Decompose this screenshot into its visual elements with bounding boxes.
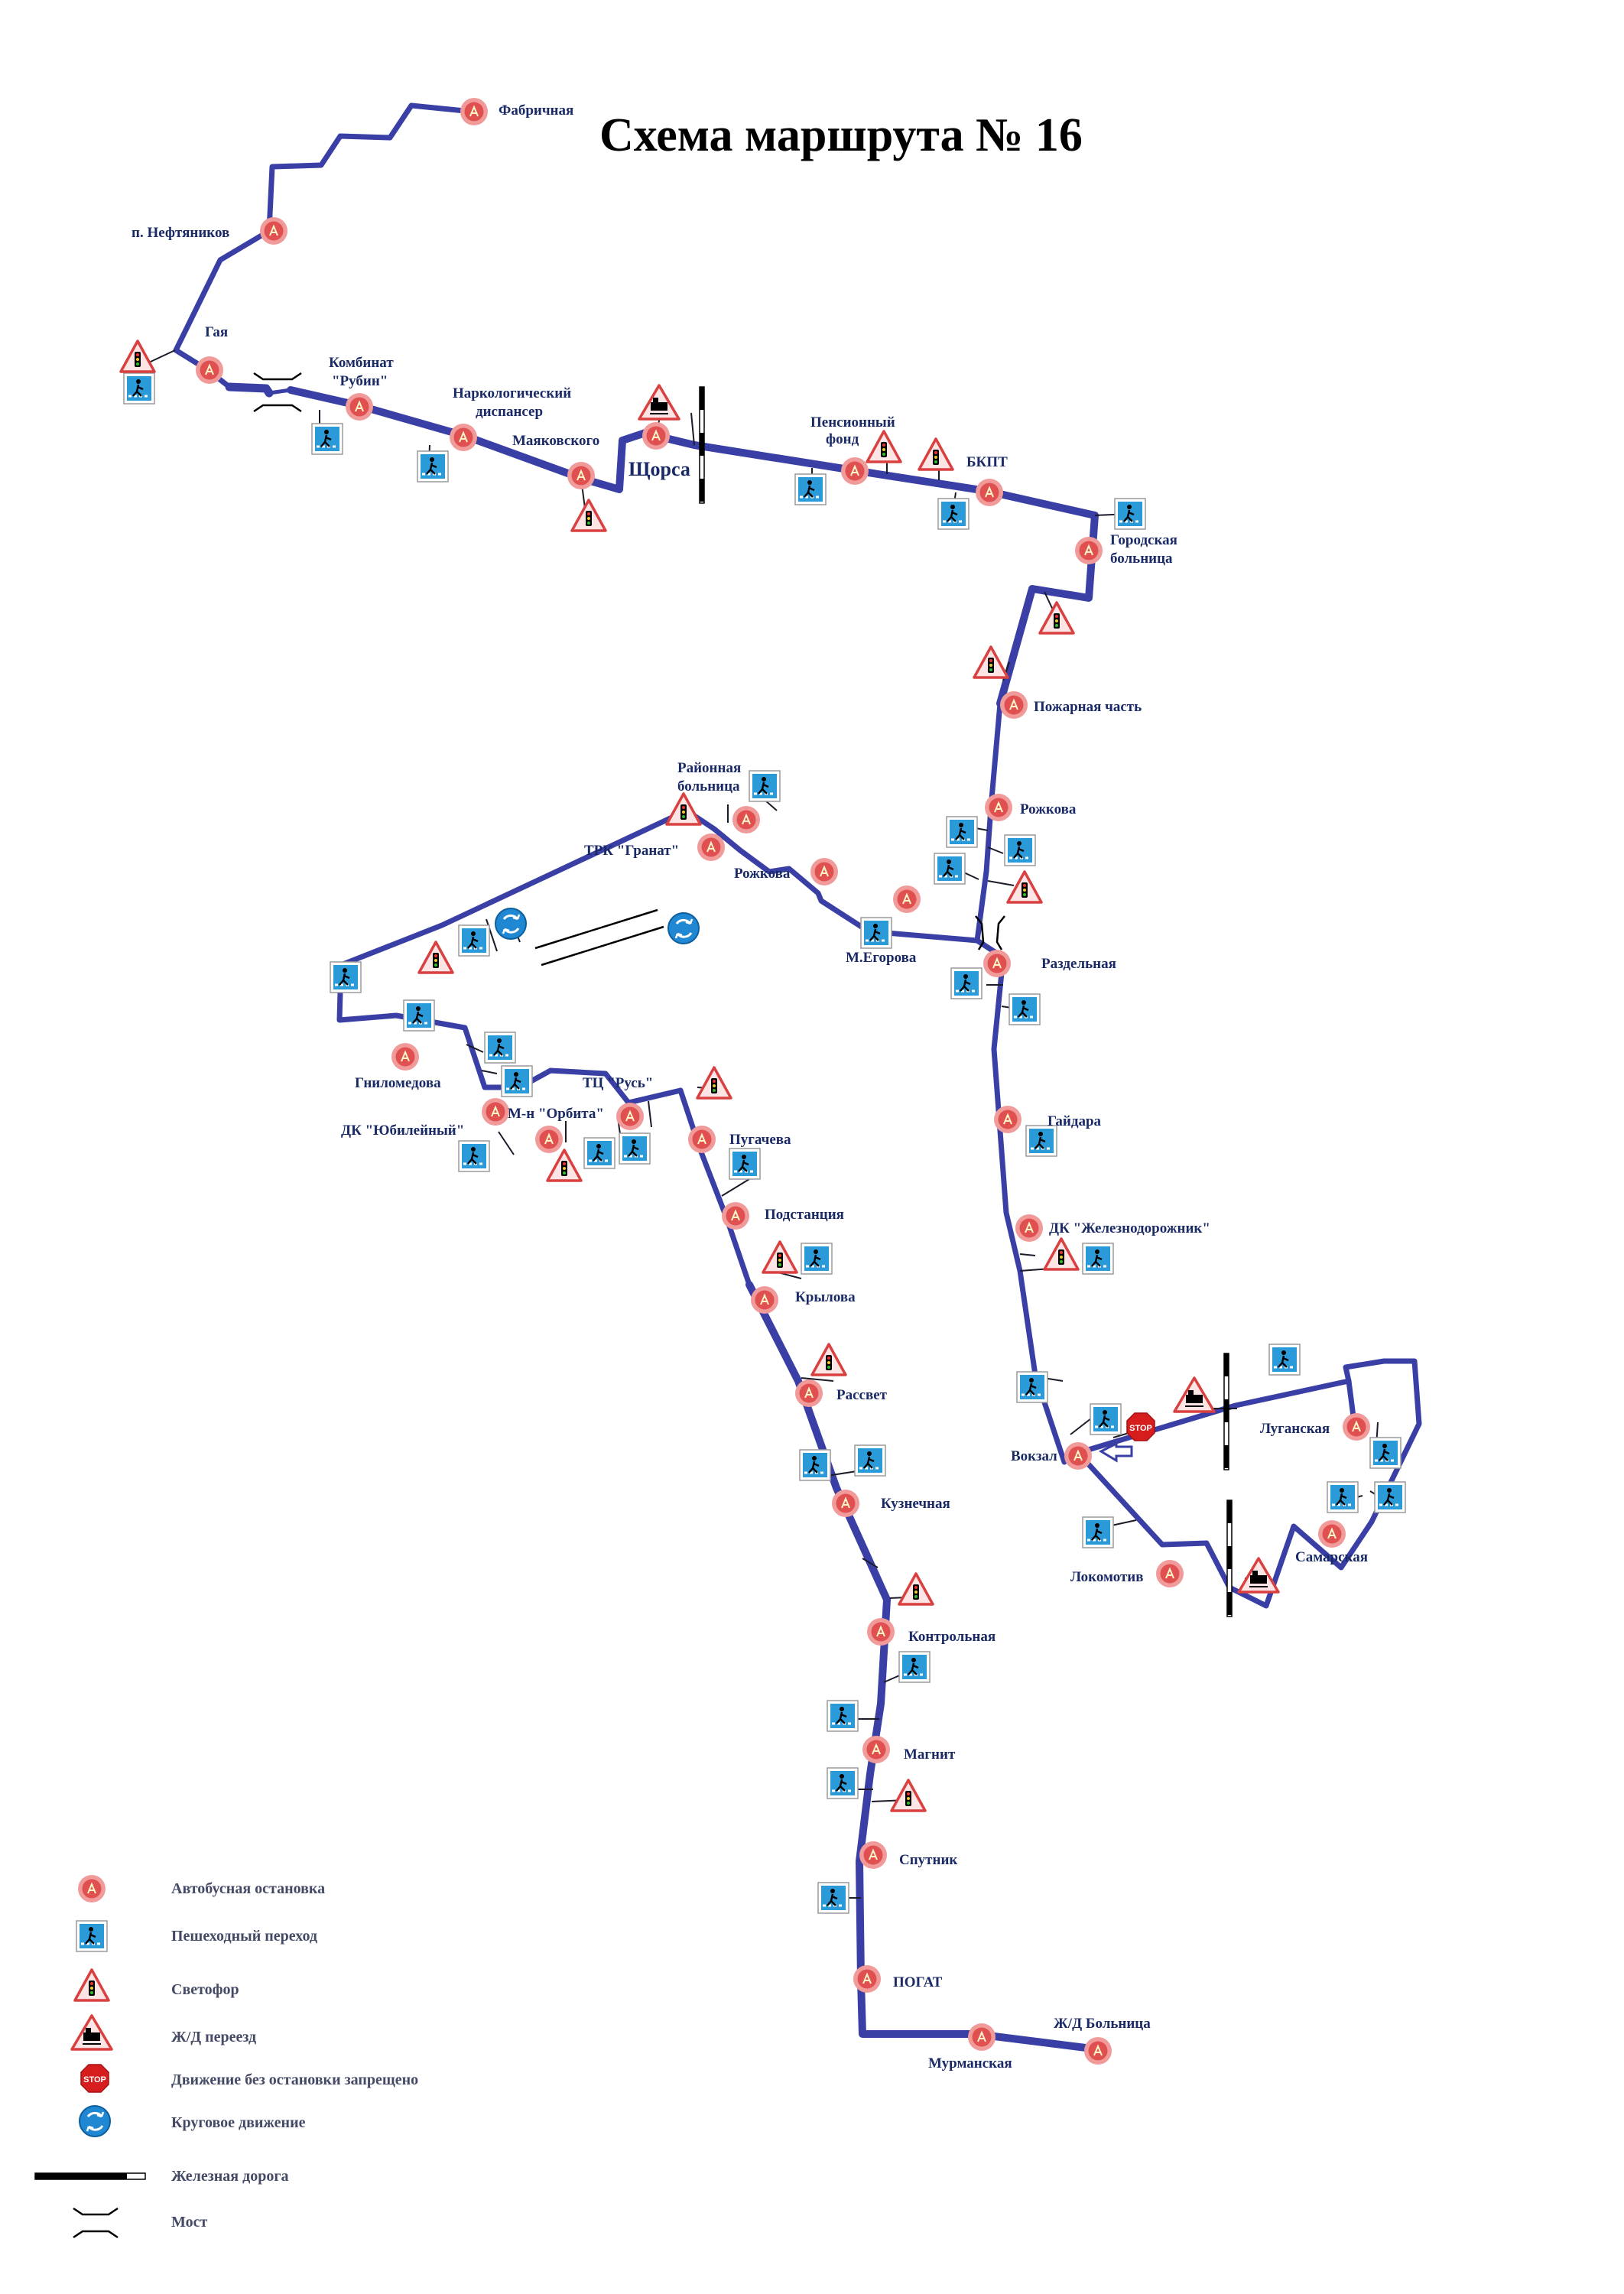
label-gaidara: Гайдара [1047,1113,1102,1129]
label-luganskaya: Луганская [1260,1421,1330,1437]
legend-crossing: Пешеходный переход [171,1928,317,1945]
bridges [253,372,1005,967]
legend-railway: Железная дорога [171,2168,288,2185]
legend-stop-sign-text: STOP [83,2075,106,2084]
label-megorova: М.Егорова [846,950,917,966]
label-gnilomedova: Гниломедова [355,1075,441,1091]
legend-bridge-symbol [73,2207,119,2239]
label-magnit: Магнит [904,1746,956,1763]
legend-roundabout: Круговое движение [171,2114,306,2131]
roundabout-signs [494,907,700,945]
label-pension-1: Пенсионный [810,414,895,431]
label-mayakovskogo: Маяковского [512,433,599,449]
label-kontrolnaya: Контрольная [908,1629,996,1645]
label-razdelnaya: Раздельная [1041,956,1116,972]
label-pugacheva: Пугачева [729,1132,791,1148]
label-gorbol-1: Городская [1110,532,1177,548]
label-samarskaya: Самарская [1295,1549,1368,1565]
label-rozhkova-e: Рожкова [1020,801,1077,817]
label-raibol-1: Районная [677,760,741,776]
stop-labels: Фабричная п. Нефтяников Гая Комбинат "Ру… [132,102,1368,2071]
label-rubin-2: "Рубин" [332,373,388,389]
label-shchorsa: Щорса [628,458,690,480]
label-gorbol-2: больница [1110,551,1173,567]
label-orbita: М-н "Орбита" [508,1106,604,1122]
label-narko-1: Наркологический [453,385,571,401]
stop-sign: STOP [1126,1412,1155,1441]
label-pogat: ПОГАТ [893,1974,943,1990]
label-murmanskaya: Мурманская [928,2055,1012,2071]
label-bkpt: БКПТ [966,454,1008,470]
label-neftyanikov: п. Нефтяников [132,225,229,241]
label-rozhkova-w: Рожкова [734,866,791,882]
label-yubileyny: ДК "Юбилейный" [341,1123,464,1139]
label-kuznechnaya: Кузнечная [881,1496,950,1512]
label-raibol-2: больница [677,778,740,794]
label-narko-2: диспансер [476,404,543,420]
page-title: Схема маршрута № 16 [599,109,1083,161]
label-sputnik: Спутник [899,1852,957,1868]
legend-traffic-light: Светофор [171,1981,239,1998]
label-lokomotiv: Локомотив [1070,1569,1144,1585]
legend: Автобусная остановка Пешеходный переход … [34,1874,418,2239]
label-rubin-1: Комбинат [329,355,394,371]
label-krylova: Крылова [795,1289,856,1305]
legend-railway-symbol [34,2172,146,2180]
label-rassvet: Рассвет [836,1387,888,1403]
stop-sign-text: STOP [1129,1424,1152,1433]
legend-bridge: Мост [171,2214,207,2231]
label-fabrichnaya: Фабричная [499,102,573,119]
label-pension-2: фонд [826,431,859,447]
legend-no-stop: Движение без остановки запрещено [171,2071,418,2088]
label-zheleznodorozhnik: ДК "Железнодорожник" [1049,1220,1210,1236]
legend-rail-crossing: Ж/Д переезд [171,2029,256,2045]
label-gaya: Гая [205,324,228,340]
label-granat: ТРК "Гранат" [584,843,679,859]
label-rus: ТЦ "Русь" [583,1075,653,1091]
label-vokzal: Вокзал [1011,1448,1057,1464]
legend-bus-stop: Автобусная остановка [171,1880,325,1897]
railway-crossings [699,386,1233,1617]
direction-arrow [1098,1441,1133,1463]
label-zhd-bolnica: Ж/Д Больница [1054,2016,1151,2032]
label-pozharnaya: Пожарная часть [1034,699,1142,715]
label-podstanciya: Подстанция [765,1207,844,1223]
sign-connectors [138,349,1383,1899]
